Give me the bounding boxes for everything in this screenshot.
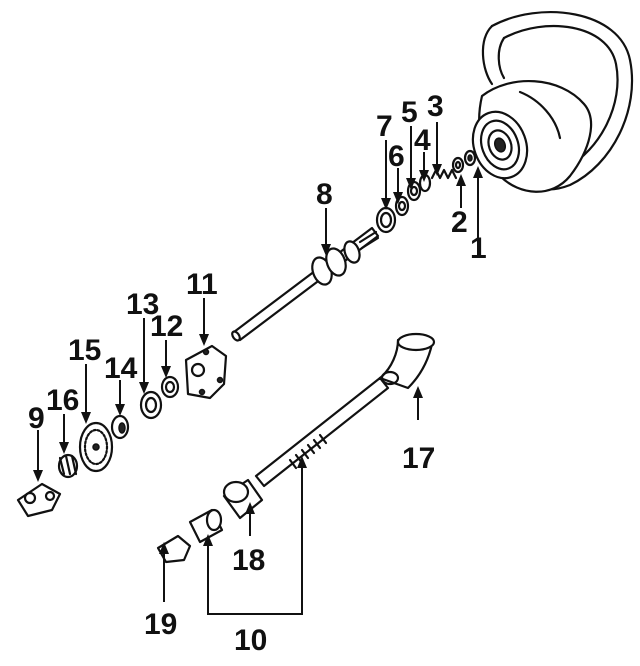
bearing-part-7 <box>375 206 397 234</box>
callout-19: 19 <box>144 608 177 641</box>
housing-part-11 <box>184 344 228 400</box>
bushing-part-16 <box>57 453 79 479</box>
ring-part-12 <box>160 375 180 399</box>
callout-12: 12 <box>150 310 183 343</box>
callout-4: 4 <box>414 124 431 157</box>
callout-8: 8 <box>316 178 333 211</box>
callout-18: 18 <box>232 544 265 577</box>
callout-17: 17 <box>402 442 435 475</box>
coupler-part-18 <box>222 478 264 520</box>
lower-shaft-part-10 <box>188 376 390 544</box>
callout-14: 14 <box>104 352 138 385</box>
bearing-part-13 <box>139 390 163 420</box>
steering-wheel <box>471 11 634 193</box>
callout-10: 10 <box>234 624 267 657</box>
callout-7: 7 <box>376 110 393 143</box>
callout-16: 16 <box>46 384 79 417</box>
callout-2: 2 <box>451 206 468 239</box>
gear-part-15 <box>78 421 114 473</box>
sleeve-part-14 <box>110 414 130 440</box>
callout-11: 11 <box>186 268 218 301</box>
callout-5: 5 <box>401 96 418 129</box>
callout-13: 13 <box>126 288 159 321</box>
callout-labels: 1 2 3 4 5 6 7 8 9 10 11 12 13 14 15 16 1… <box>28 90 487 657</box>
nut-part-1 <box>463 149 477 167</box>
callout-6: 6 <box>388 140 405 173</box>
callout-3: 3 <box>427 90 444 123</box>
upper-shaft-part-8 <box>231 226 380 342</box>
callout-1: 1 <box>470 232 487 265</box>
washer-part-2 <box>451 156 465 174</box>
callout-9: 9 <box>28 402 45 435</box>
leaders <box>33 122 483 615</box>
universal-joint-part-9 <box>16 482 62 518</box>
callout-15: 15 <box>68 334 101 367</box>
boot-part-17 <box>378 332 436 390</box>
